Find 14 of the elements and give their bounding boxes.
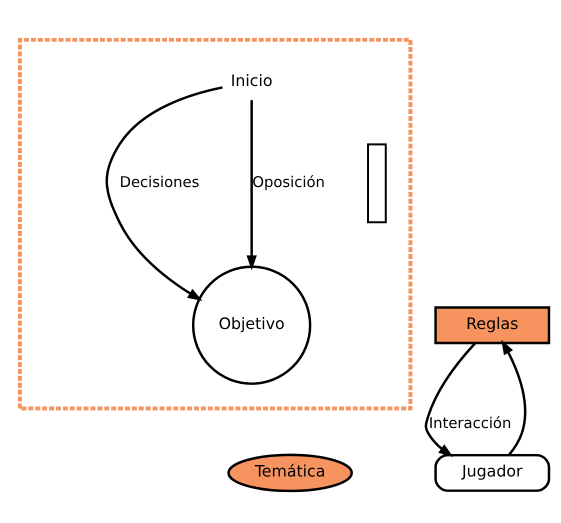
edge-label: Interacción xyxy=(428,415,512,432)
node-circle: Objetivo xyxy=(192,266,312,385)
node-bar xyxy=(367,143,387,224)
arrow xyxy=(424,342,476,458)
cluster xyxy=(18,38,412,410)
node-ellipse: Temática xyxy=(227,454,353,492)
edge-label: Decisiones xyxy=(120,174,200,191)
arrow xyxy=(246,100,257,270)
edge-label: Oposición xyxy=(252,174,325,191)
arrow xyxy=(501,340,526,456)
node-text: Inicio xyxy=(230,70,273,90)
arrow xyxy=(106,86,223,301)
node-box: Jugador xyxy=(434,454,550,492)
node-box: Reglas xyxy=(434,306,550,344)
